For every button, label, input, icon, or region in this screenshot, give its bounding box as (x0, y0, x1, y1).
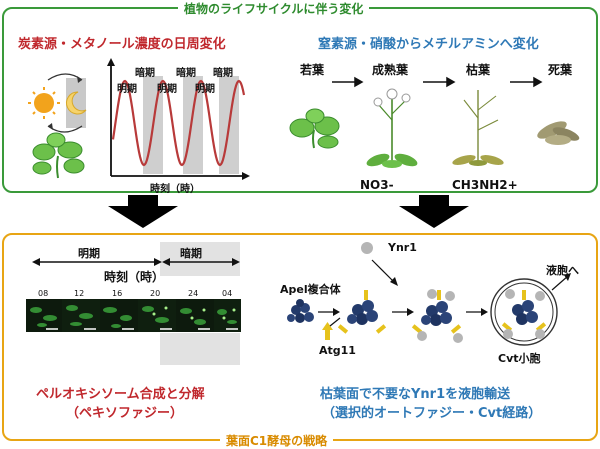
atg11-icon (322, 317, 341, 340)
nitrate-formula: NO3- (360, 178, 394, 192)
nitrate-label: NO3- (360, 178, 394, 192)
cvt-line2: （選択的オートファジー・Cvt経路） (322, 406, 542, 421)
methanol-curve (111, 79, 246, 167)
methylamine-label: CH3NH2+ (452, 178, 518, 192)
mature-leaf-plant (366, 88, 418, 168)
ynr1-ball (361, 242, 373, 254)
hour-20: 20 (150, 289, 161, 298)
timeline-dark-label: 暗期 (180, 247, 202, 260)
methylamine-formula: CH3NH2+ (452, 178, 518, 192)
dead-leaf-plant (537, 121, 580, 145)
hour-16: 16 (112, 289, 123, 298)
microscopy-panels (26, 299, 241, 332)
pexophagy-line2: （ペキソファジー） (66, 406, 184, 421)
dark-label-2: 暗期 (176, 68, 196, 79)
dark-label-3: 暗期 (213, 68, 233, 79)
pexophagy-line1: ペルオキシソーム合成と分解 (36, 387, 205, 402)
light-label-2: 明期 (157, 84, 177, 95)
hour-24: 24 (188, 289, 199, 298)
bottom-panel-title: 葉面C1酵母の戦略 (220, 432, 334, 449)
moon-icon (66, 91, 87, 115)
hour-08: 08 (38, 289, 49, 298)
complex-bound (411, 289, 463, 343)
vacuole-label: 液胞へ (546, 264, 579, 277)
right-heading: 窒素源・硝酸からメチルアミンへ変化 (318, 37, 539, 52)
stage-young: 若葉 (300, 63, 325, 77)
left-heading: 炭素源・メタノール濃度の日周変化 (18, 37, 226, 52)
complex-with-ynr1 (337, 290, 387, 334)
dark-label-1: 暗期 (135, 68, 155, 79)
stage-dead: 死葉 (548, 63, 573, 77)
ynr1-label: Ynr1 (388, 241, 417, 254)
withered-leaf-plant (452, 90, 504, 166)
cvt-pathway (287, 242, 571, 346)
seedling-left-icon (32, 132, 85, 179)
stage-arrows (332, 76, 543, 88)
cvt-line1: 枯葉面で不要なYnr1を液胞輸送 (320, 387, 511, 402)
hour-04: 04 (222, 289, 233, 298)
methanol-chart (107, 58, 250, 180)
sun-icon (34, 93, 54, 113)
ape1-complex (287, 299, 314, 323)
cvt-vesicle-icon (490, 278, 558, 346)
ape1-label: Apel複合体 (280, 283, 341, 296)
timeline-light-label: 明期 (78, 247, 100, 260)
stage-mature: 成熟葉 (372, 63, 409, 77)
chart-xaxis-label: 時刻（時） (150, 184, 200, 195)
stage-withered: 枯葉 (466, 63, 491, 77)
cvt-vesicle-label: Cvt小胞 (498, 352, 541, 365)
light-label-3: 明期 (195, 84, 215, 95)
down-arrow-left (108, 195, 178, 228)
timeline (32, 242, 240, 365)
down-arrow-right (399, 195, 469, 228)
atg11-label: Atg11 (319, 344, 356, 357)
light-label-1: 明期 (117, 84, 137, 95)
timeline-time-label: 時刻（時） (104, 270, 165, 284)
day-night-icon (28, 73, 87, 133)
young-leaf-plant (289, 108, 340, 149)
top-panel-title: 植物のライフサイクルに伴う変化 (178, 0, 370, 17)
hour-12: 12 (74, 289, 85, 298)
